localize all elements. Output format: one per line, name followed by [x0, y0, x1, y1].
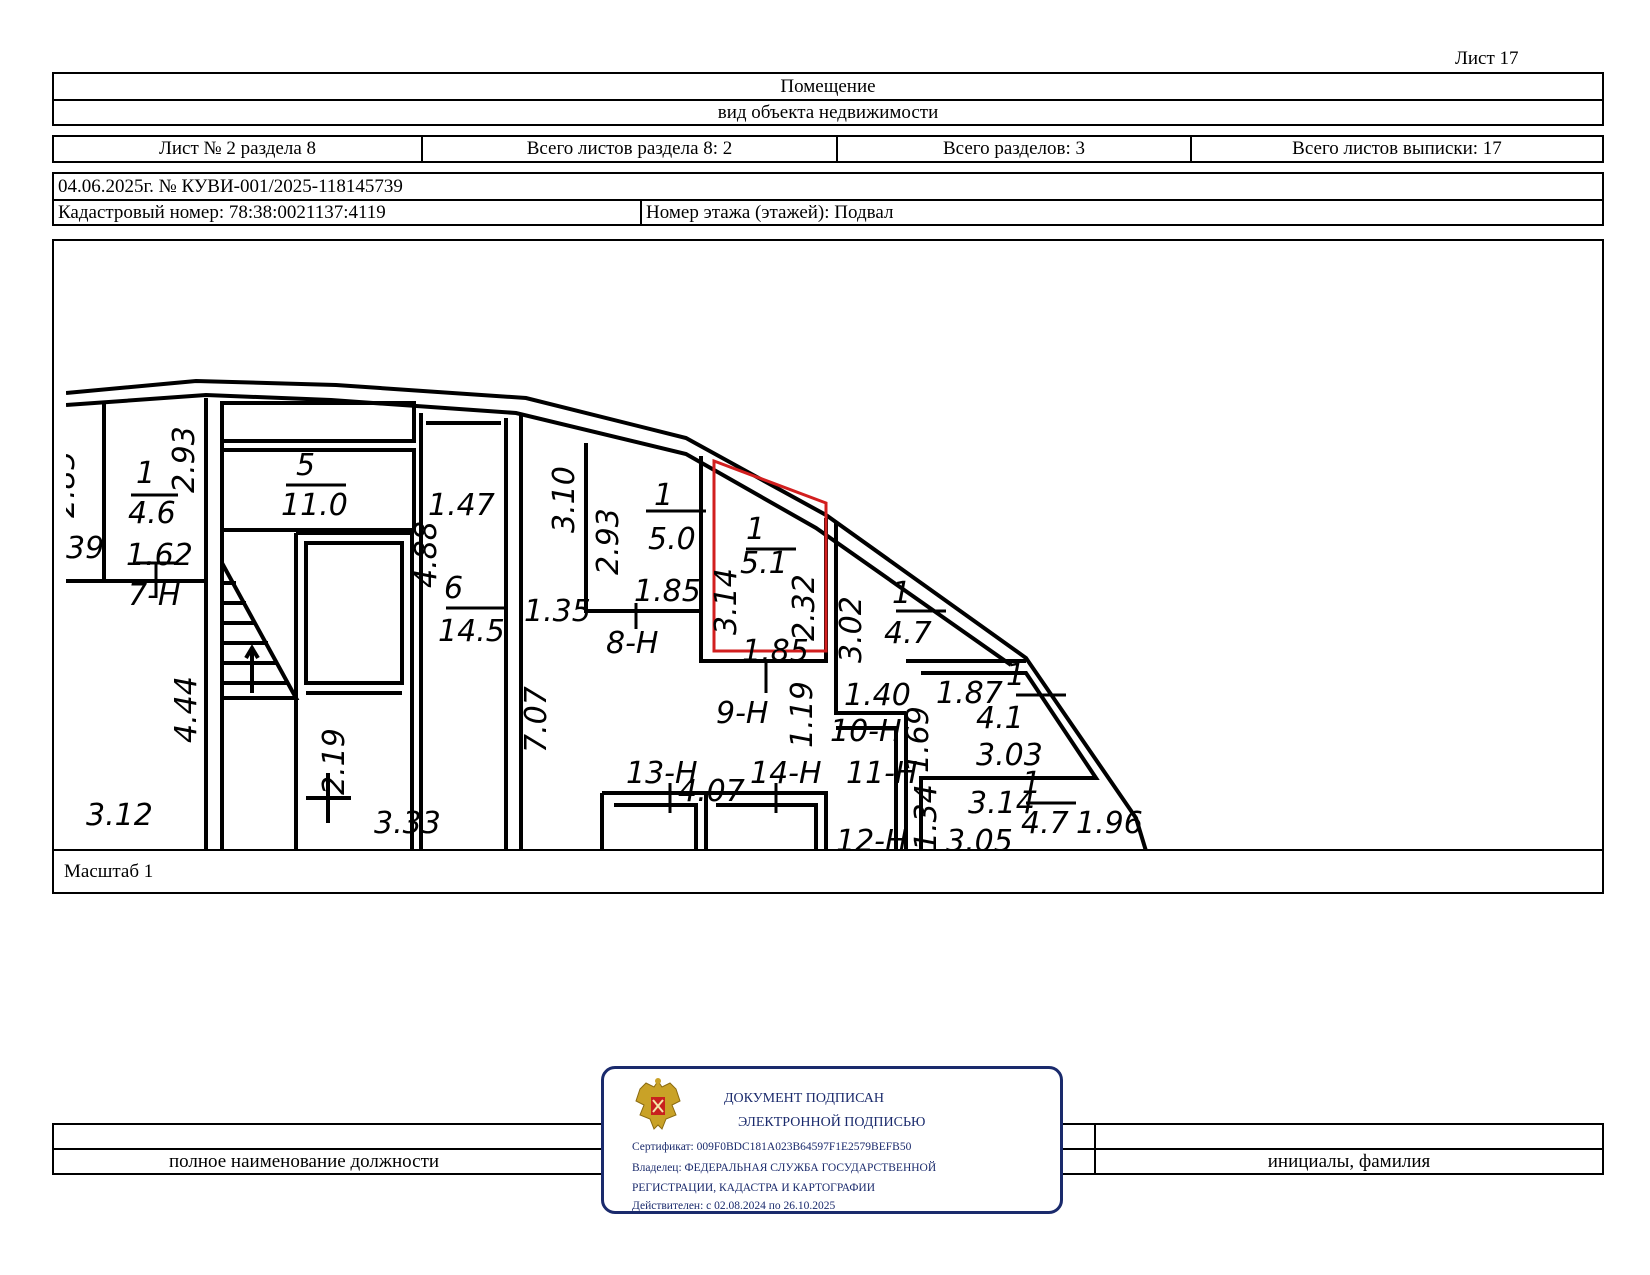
- total-sheets-section: Всего листов раздела 8: 2: [526, 138, 733, 159]
- plan-label: 12-Н: [836, 824, 908, 851]
- plan-label: 1.19: [785, 681, 820, 748]
- plan-label: 1.69: [901, 706, 936, 773]
- plan-label: 2.32: [787, 574, 822, 641]
- stamp-title-2: ЭЛЕКТРОННОЙ ПОДПИСЬЮ: [738, 1115, 926, 1130]
- plan-label: 11.0: [281, 488, 348, 523]
- plan-label: 5: [296, 448, 315, 483]
- plan-label: 10-Н: [830, 714, 902, 749]
- plan-label: 11-Н: [846, 756, 918, 791]
- plan-label: 14-Н: [750, 756, 822, 791]
- plan-label: 1.47: [428, 488, 495, 523]
- plan-label: 3.02: [834, 596, 869, 663]
- plan-label: 3.33: [374, 806, 441, 841]
- plan-label: 8-Н: [606, 626, 658, 661]
- object-type-block: Помещение вид объекта недвижимости: [52, 72, 1604, 126]
- stamp-title-1: ДОКУМЕНТ ПОДПИСАН: [724, 1091, 884, 1106]
- plan-label: 4.7: [1021, 806, 1069, 841]
- object-type-caption: вид объекта недвижимости: [717, 102, 939, 123]
- plan-label: 2.85: [66, 451, 82, 518]
- plan-label: 4.6: [128, 496, 176, 531]
- plan-label: 1.40: [844, 678, 911, 713]
- plan-label: 5.0: [648, 522, 696, 557]
- fraction-bars: [131, 483, 1076, 813]
- stamp-owner-1: Владелец: ФЕДЕРАЛЬНАЯ СЛУЖБА ГОСУДАРСТВЕ…: [632, 1162, 937, 1174]
- plan-label: 4.07: [678, 774, 745, 809]
- plan-label: 1: [1022, 766, 1041, 801]
- plan-label: 4.44: [169, 676, 204, 743]
- plan-label: 3.14: [709, 568, 744, 635]
- plan-label: 3.05: [946, 824, 1013, 851]
- double-headed-eagle-emblem-icon: [635, 1078, 681, 1130]
- plan-label: 1: [136, 456, 155, 491]
- plan-label: 1: [654, 478, 673, 513]
- position-label: полное наименование должности: [168, 1150, 440, 1172]
- plan-label: 2.93: [591, 508, 626, 575]
- sheet-number: Лист 17: [1455, 48, 1519, 69]
- stamp-certificate: Сертификат: 009F0BDC181A023B64597F1E2579…: [632, 1141, 912, 1153]
- stamp-owner-2: РЕГИСТРАЦИИ, КАДАСТРА И КАРТОГРАФИИ: [632, 1182, 876, 1194]
- plan-label: 1.96: [1076, 806, 1143, 841]
- plan-label: 4.7: [884, 616, 932, 651]
- floor-number: Номер этажа (этажей): Подвал: [646, 202, 894, 223]
- plan-label: 3.03: [976, 738, 1043, 773]
- total-sections: Всего разделов: 3: [942, 138, 1086, 159]
- total-sheets-extract: Всего листов выписки: 17: [1292, 138, 1502, 159]
- plan-label: 1.34: [909, 784, 944, 851]
- plan-label: 1: [892, 576, 911, 611]
- plan-label: 7-Н: [128, 578, 180, 613]
- plan-walls: [66, 378, 1148, 851]
- plan-label: 2.93: [167, 426, 202, 493]
- scale-caption: Масштаб 1: [54, 849, 1602, 892]
- plan-label: 1.85: [634, 574, 701, 609]
- sheet-of-section: Лист № 2 раздела 8: [158, 138, 317, 159]
- plan-label: 3.14: [968, 786, 1035, 821]
- plan-label: 4.88: [409, 521, 444, 588]
- plan-label: 3.12: [86, 798, 153, 833]
- document-info-block: 04.06.2025г. № КУВИ-001/2025-118145739 К…: [52, 172, 1604, 226]
- plan-label: 7.07: [519, 686, 554, 753]
- plan-label: 5.1: [740, 546, 788, 581]
- plan-label: 9-Н: [716, 696, 768, 731]
- plan-label: 6: [444, 571, 463, 606]
- object-label: Помещение: [780, 76, 876, 97]
- plan-label: 4.1: [976, 701, 1024, 736]
- plan-label: 13-Н: [626, 756, 698, 791]
- plan-label: 3.10: [547, 466, 582, 533]
- plan-label: 1.87: [936, 676, 1003, 711]
- plan-label: 2.19: [317, 728, 352, 795]
- plan-label: 1.35: [524, 594, 591, 629]
- sheets-info-row: Лист № 2 раздела 8 Всего листов раздела …: [52, 135, 1604, 163]
- plan-label: 14.5: [438, 614, 505, 649]
- name-label: инициалы, фамилия: [1267, 1150, 1431, 1172]
- plan-label: 1: [746, 512, 765, 547]
- stamp-valid: Действителен: с 02.08.2024 по 26.10.2025: [632, 1200, 836, 1212]
- plan-label: 1: [1006, 658, 1025, 693]
- plan-label: 1.85: [742, 634, 809, 669]
- highlighted-room-outline: [712, 458, 828, 653]
- electronic-signature-stamp: ДОКУМЕНТ ПОДПИСАН ЭЛЕКТРОННОЙ ПОДПИСЬЮ С…: [601, 1066, 1063, 1214]
- plan-label: 39: [66, 531, 104, 566]
- cadastral-number: Кадастровый номер: 78:38:0021137:4119: [58, 202, 386, 223]
- plan-label: 1.62: [126, 538, 193, 573]
- document-date-number: 04.06.2025г. № КУВИ-001/2025-118145739: [58, 176, 403, 197]
